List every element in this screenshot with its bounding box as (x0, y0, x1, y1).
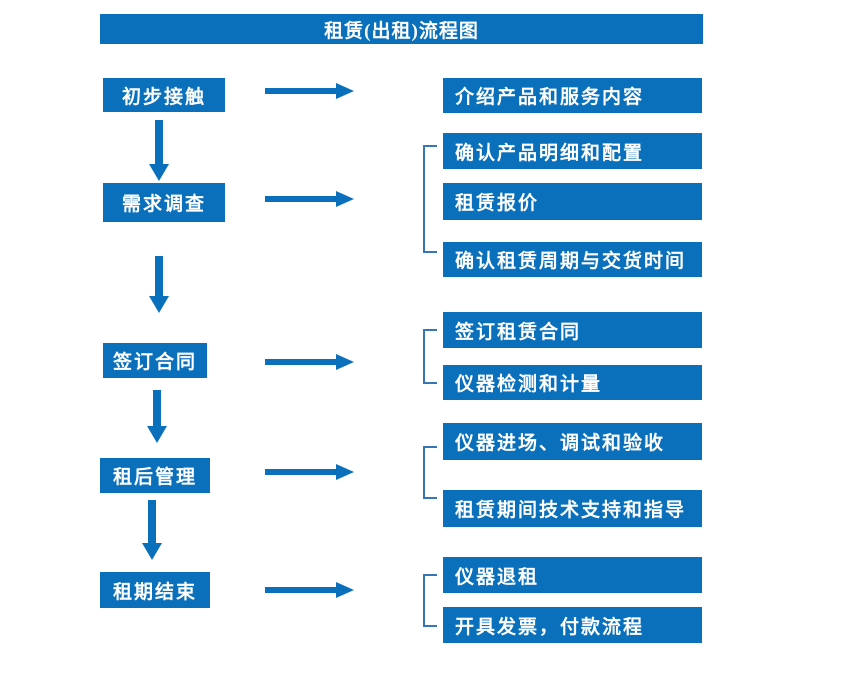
detail-box-instrument-setup-acceptance: 仪器进场、调试和验收 (443, 423, 702, 460)
detail-box-confirm-product-details: 确认产品明细和配置 (443, 133, 702, 169)
arrow-right-icon-4 (265, 464, 354, 480)
group-bracket-4 (423, 574, 437, 627)
arrow-right-icon-2 (265, 191, 354, 207)
stage-box-demand-survey: 需求调查 (103, 183, 225, 222)
arrow-down-icon-3 (147, 390, 167, 443)
group-bracket-1 (423, 145, 437, 253)
group-bracket-3 (423, 446, 437, 499)
detail-box-rental-quotation: 租赁报价 (443, 183, 702, 220)
detail-box-confirm-rental-period: 确认租赁周期与交货时间 (443, 242, 702, 277)
arrow-right-icon-5 (265, 582, 354, 598)
stage-box-post-rental-management: 租后管理 (100, 458, 210, 493)
stage-box-sign-contract: 签订合同 (103, 343, 207, 378)
detail-box-instrument-return: 仪器退租 (443, 557, 702, 593)
detail-box-invoice-payment: 开具发票，付款流程 (443, 607, 702, 643)
detail-box-introduce-products: 介绍产品和服务内容 (443, 78, 702, 113)
detail-box-instrument-inspection: 仪器检测和计量 (443, 365, 702, 400)
group-bracket-2 (423, 329, 437, 384)
arrow-right-icon-3 (265, 354, 354, 370)
detail-box-sign-rental-contract: 签订租赁合同 (443, 312, 702, 348)
arrow-right-icon-1 (265, 83, 354, 99)
stage-box-lease-end: 租期结束 (100, 572, 210, 608)
stage-box-initial-contact: 初步接触 (103, 78, 225, 112)
arrow-down-icon-2 (149, 256, 169, 313)
arrow-down-icon-4 (142, 500, 162, 560)
arrow-down-icon-1 (149, 120, 169, 181)
detail-box-rental-tech-support: 租赁期间技术支持和指导 (443, 490, 702, 527)
page-title: 租赁(出租)流程图 (100, 14, 703, 44)
